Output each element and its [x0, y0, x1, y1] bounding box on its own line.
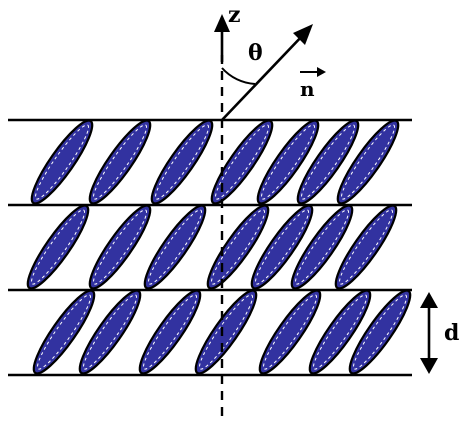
molecule-highlight — [262, 294, 318, 370]
molecule-highlight — [30, 209, 86, 285]
molecule-highlight — [92, 209, 148, 285]
molecule-highlight — [34, 124, 90, 200]
molecule-highlight — [338, 209, 394, 285]
molecule-highlight — [312, 294, 368, 370]
molecule — [26, 204, 90, 290]
molecule-highlight — [214, 124, 270, 200]
spacing-label: d — [444, 320, 459, 346]
molecules-group — [26, 119, 412, 375]
director-vector-arrowhead — [317, 67, 326, 77]
tilt-angle-arc — [221, 67, 256, 85]
z-axis-arrowhead — [214, 14, 230, 32]
molecule-highlight — [198, 294, 254, 370]
molecule-highlight — [352, 294, 408, 370]
theta-label: θ — [248, 40, 263, 66]
molecule-highlight — [154, 124, 210, 200]
director-label: n — [300, 77, 315, 101]
molecule — [30, 119, 94, 205]
molecule-highlight — [210, 209, 266, 285]
molecule-highlight — [147, 209, 203, 285]
molecule — [88, 119, 152, 205]
molecule-highlight — [142, 294, 198, 370]
molecule-highlight — [36, 294, 92, 370]
molecule-highlight — [82, 294, 138, 370]
molecule-highlight — [260, 124, 316, 200]
z-axis-label: z — [228, 2, 241, 28]
molecule — [150, 119, 214, 205]
molecule-highlight — [340, 124, 396, 200]
director-arrow-shaft — [221, 33, 305, 121]
spacing-arrowhead-bottom — [420, 358, 438, 374]
molecule-highlight — [294, 209, 350, 285]
molecule-highlight — [254, 209, 310, 285]
molecule-highlight — [92, 124, 148, 200]
director-arrowhead — [293, 24, 313, 45]
spacing-arrowhead-top — [420, 292, 438, 308]
molecule-highlight — [300, 124, 356, 200]
